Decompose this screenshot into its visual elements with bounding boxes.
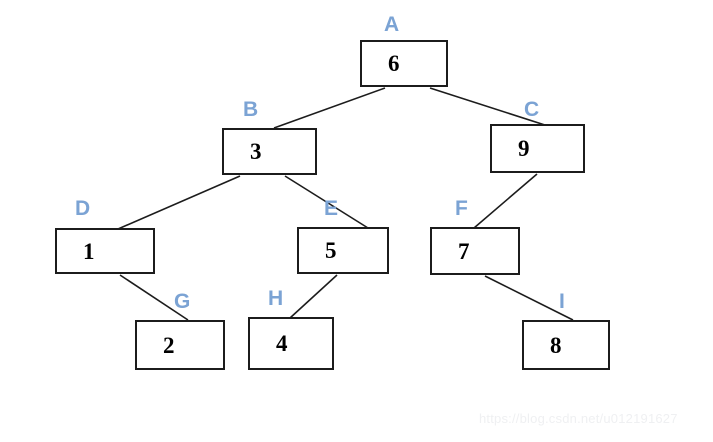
edge-a-c (429, 87, 549, 127)
tree-node-a[interactable]: 6 (360, 40, 448, 87)
edge-c-f (473, 173, 538, 229)
node-label-b: B (243, 98, 259, 121)
node-value-c: 9 (518, 136, 530, 161)
node-label-e: E (324, 197, 339, 220)
node-label-d: D (75, 197, 91, 220)
tree-node-i[interactable]: 8 (522, 320, 610, 370)
node-value-a: 6 (388, 51, 400, 76)
node-value-g: 2 (163, 332, 175, 358)
edge-f-i (484, 275, 574, 321)
node-value-b: 3 (250, 139, 262, 164)
node-value-d: 1 (83, 238, 95, 264)
watermark-text: https://blog.csdn.net/u012191627 (479, 411, 678, 426)
node-label-a: A (384, 13, 400, 36)
node-value-f: 7 (458, 238, 470, 264)
node-label-h: H (268, 287, 284, 310)
node-label-c: C (524, 98, 540, 121)
edge-e-h (289, 274, 338, 319)
tree-node-e[interactable]: 5 (297, 227, 389, 274)
node-label-i: I (559, 290, 565, 313)
edge-b-e (284, 175, 369, 229)
node-label-f: F (455, 197, 468, 220)
node-label-g: G (174, 290, 191, 313)
tree-node-d[interactable]: 1 (55, 228, 155, 274)
tree-node-b[interactable]: 3 (222, 128, 317, 175)
node-value-i: 8 (550, 332, 562, 358)
node-value-e: 5 (325, 238, 337, 263)
edge-a-b (273, 87, 386, 129)
edge-d-g (119, 274, 189, 321)
tree-node-h[interactable]: 4 (248, 317, 334, 370)
tree-node-c[interactable]: 9 (490, 124, 585, 173)
node-value-h: 4 (276, 331, 288, 356)
tree-node-f[interactable]: 7 (430, 227, 520, 275)
tree-node-g[interactable]: 2 (135, 320, 225, 370)
edge-b-d (117, 175, 241, 230)
